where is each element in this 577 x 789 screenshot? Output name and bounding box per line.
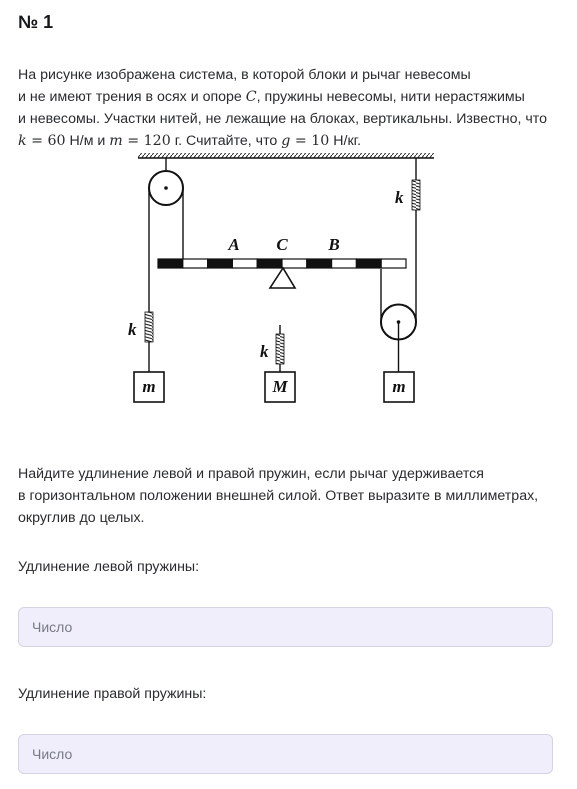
question-text: Найдите удлинение левой и правой пружин,… — [18, 463, 563, 529]
question-line: округлив до целых. — [18, 510, 145, 526]
right-spring-answer-label: Удлинение правой пружины: — [18, 686, 207, 702]
lever-segment — [281, 258, 308, 269]
left-spring-answer-input[interactable] — [18, 607, 553, 647]
statement-line: и невесомы. Участки нитей, не лежащие на… — [18, 111, 548, 127]
statement-line: На рисунке изображена система, в которой… — [18, 67, 471, 83]
spring-right-label: k — [395, 188, 404, 207]
mass-right: m — [383, 371, 415, 403]
svg-text:m: m — [392, 377, 405, 396]
label-point-C: C — [276, 235, 288, 254]
mass-left: m — [133, 371, 165, 403]
svg-text:M: M — [271, 377, 288, 396]
lever-segment — [355, 258, 382, 269]
lever-segment — [256, 258, 283, 269]
ceiling — [138, 153, 434, 159]
question-line: Найдите удлинение левой и правой пружин,… — [18, 466, 484, 482]
question-line: в горизонтальном положении внешней силой… — [18, 488, 539, 504]
problem-number: № 1 — [18, 12, 54, 32]
label-point-B: B — [327, 235, 339, 254]
label-point-A: A — [227, 235, 239, 254]
statement-line: и не имеют трения в осях и опоре C, пруж… — [18, 89, 525, 105]
spring-center-label: k — [260, 342, 269, 361]
mass-center: M — [264, 371, 296, 403]
spring-left-label: k — [128, 320, 137, 339]
spring-right — [411, 158, 421, 322]
lever-segment — [182, 258, 209, 269]
svg-text:m: m — [142, 377, 155, 396]
lever-segment — [331, 258, 358, 269]
fixed-pulley-left — [148, 158, 184, 206]
lever-segment — [306, 258, 333, 269]
left-spring-answer-label: Удлинение левой пружины: — [18, 559, 200, 575]
pivot-triangle — [268, 266, 297, 289]
right-spring-answer-input[interactable] — [18, 734, 553, 774]
movable-pulley-right — [380, 303, 417, 372]
lever-segment — [380, 258, 407, 269]
spring-left — [144, 311, 154, 372]
problem-statement: На рисунке изображена система, в которой… — [18, 64, 563, 152]
lever-segment — [157, 258, 184, 269]
lever — [157, 258, 407, 269]
physics-diagram: k m A C B k M k m — [128, 153, 434, 403]
statement-line: k = 60 Н/м и m = 120 г. Считайте, что g … — [18, 133, 362, 149]
lever-segment — [231, 258, 258, 269]
spring-center — [275, 325, 285, 372]
lever-segment — [207, 258, 234, 269]
